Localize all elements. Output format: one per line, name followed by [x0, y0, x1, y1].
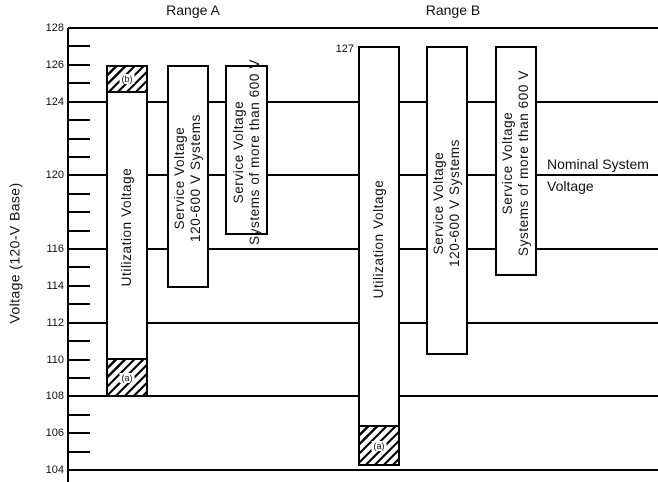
group-title-range-b: Range B	[425, 2, 481, 18]
tick-126	[68, 64, 90, 66]
nominal-system-voltage-label-line2: Voltage	[547, 178, 594, 194]
nominal-system-voltage-label-line1: Nominal System	[547, 156, 649, 172]
gridline-104	[68, 469, 658, 471]
tick-113	[68, 303, 90, 305]
hatch-tag: (b)	[119, 74, 135, 84]
tick-111	[68, 340, 90, 342]
tick-115	[68, 266, 90, 268]
tick-label-120: 120	[45, 169, 64, 181]
group-title-range-a: Range A	[166, 2, 220, 18]
tick-label-116: 116	[46, 243, 64, 255]
y-axis-line	[67, 28, 69, 482]
tick-121	[68, 156, 90, 158]
tick-label-114: 114	[46, 280, 64, 292]
hatch-tag: (a)	[371, 440, 387, 451]
bar-a-utilization: (b) (a) Utilization Voltage	[106, 65, 148, 397]
tick-110	[68, 359, 90, 361]
hatched-range-a-utilization-bottom: (a)	[108, 358, 146, 395]
tick-label-126: 126	[45, 59, 64, 71]
tick-label-112: 112	[46, 317, 64, 329]
tick-109	[68, 377, 90, 379]
tick-label-108: 108	[45, 390, 64, 402]
tick-118	[68, 211, 90, 213]
gridline-128	[68, 27, 658, 29]
tick-119	[68, 193, 90, 195]
bar-top-value-b-utilization: 127	[335, 43, 354, 55]
tick-label-110: 110	[46, 354, 64, 366]
hatch-tag: (a)	[119, 372, 135, 383]
tick-label-124: 124	[45, 96, 64, 108]
bar-label-a-utilization: Utilization Voltage	[119, 167, 134, 287]
tick-114	[68, 285, 90, 287]
tick-122	[68, 138, 90, 140]
tick-label-106: 106	[45, 427, 64, 439]
tick-117	[68, 230, 90, 232]
tick-106	[68, 432, 90, 434]
tick-label-104: 104	[45, 464, 64, 476]
tick-123	[68, 119, 90, 121]
tick-127	[68, 45, 90, 47]
tick-125	[68, 82, 90, 84]
hatched-range-b-utilization-bottom: (a)	[360, 425, 398, 464]
bar-b-utilization: (a) Utilization Voltage	[358, 46, 400, 466]
hatched-range-a-utilization-top: (b)	[108, 67, 146, 93]
tick-label-128: 128	[45, 22, 64, 34]
tick-107	[68, 414, 90, 416]
bar-label-b-utilization: Utilization Voltage	[371, 179, 386, 299]
tick-105	[68, 451, 90, 453]
